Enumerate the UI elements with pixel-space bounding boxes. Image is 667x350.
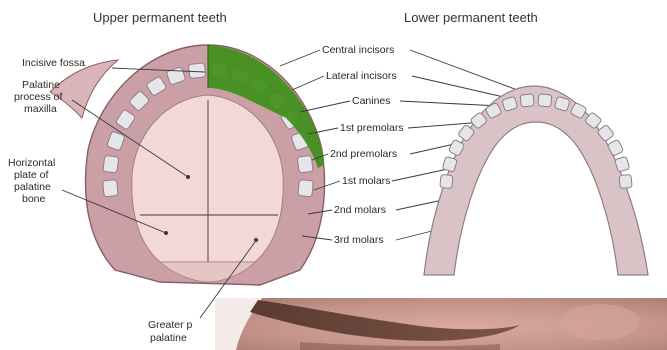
label-palatine-process-2: process of: [14, 91, 63, 103]
lower-gum: [424, 86, 648, 275]
label-palatine-process-3: maxilla: [24, 103, 57, 115]
upper-teeth-title: Upper permanent teeth: [93, 10, 227, 25]
label-greater-palatine-1: Greater p: [148, 319, 193, 331]
label-first-premolars: 1st premolars: [340, 122, 404, 134]
lower-arch-illustration: [424, 86, 648, 275]
label-third-molars: 3rd molars: [334, 234, 384, 246]
lower-teeth-title: Lower permanent teeth: [404, 10, 538, 25]
face-photo-overlay: [215, 298, 667, 350]
label-incisive-fossa: Incisive fossa: [22, 57, 85, 69]
tooth: [619, 174, 632, 188]
label-first-molars: 1st molars: [342, 175, 390, 187]
tooth: [440, 174, 453, 188]
label-horizontal-plate-4: bone: [22, 193, 46, 205]
label-palatine-process-1: Palatine: [22, 79, 60, 91]
upper-arch-illustration: [50, 45, 325, 285]
tooth: [103, 180, 118, 197]
label-horizontal-plate-3: palatine: [14, 181, 51, 193]
label-second-molars: 2nd molars: [334, 204, 386, 216]
tooth: [188, 63, 205, 79]
label-second-premolars: 2nd premolars: [330, 148, 397, 160]
label-lateral-incisors: Lateral incisors: [326, 70, 397, 82]
label-greater-palatine-2: palatine: [150, 332, 187, 344]
tooth: [538, 94, 552, 107]
label-horizontal-plate-2: plate of: [14, 169, 49, 181]
label-central-incisors: Central incisors: [322, 44, 394, 56]
tooth: [103, 155, 119, 173]
foramen-dot-right: [254, 238, 258, 242]
tooth: [297, 155, 313, 173]
label-horizontal-plate-1: Horizontal: [8, 157, 55, 169]
photo-cheek-highlight: [560, 304, 640, 340]
tooth: [298, 180, 313, 197]
tooth: [520, 94, 534, 107]
label-canines: Canines: [352, 95, 391, 107]
